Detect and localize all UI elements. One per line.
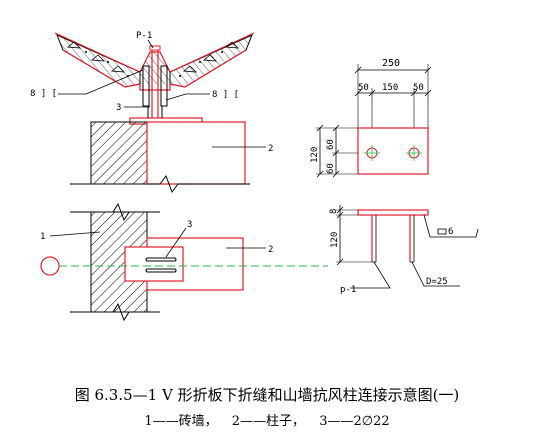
label-column-top: 2 [268, 144, 273, 154]
axis-bubble [40, 256, 60, 276]
dim-v-lower: 60 [326, 163, 336, 174]
label-p1: P-1 [136, 31, 152, 41]
label-column-plan: 2 [268, 245, 273, 255]
dim-v-plate-thk: 8 [329, 209, 339, 214]
label-bolt-plan: 3 [187, 220, 192, 230]
label-plate-bottom: p-1 [340, 285, 356, 295]
plate-p1-side-view [336, 205, 479, 289]
wall-column-elevation [70, 121, 250, 194]
label-bolt-top: 3 [116, 103, 121, 113]
wall-column-plan [70, 202, 244, 322]
figure-legend: 1——砖墙， 2——柱子， 3——2∅22 [0, 410, 534, 429]
v-fold-plate-section [54, 32, 255, 91]
label-angle-right: 8 ] [ [212, 90, 239, 100]
connection-drawing: P-1 8 ] [ 8 ] [ 3 2 1 3 2 [30, 31, 479, 322]
dim-seg-left: 50 [358, 83, 369, 93]
legend-item-wall: 1——砖墙， [144, 414, 218, 429]
dim-v-upper: 60 [326, 139, 336, 150]
label-wall-plan: 1 [40, 232, 45, 242]
legend-item-column: 2——柱子， [231, 414, 306, 429]
plate-p1-elevation [129, 45, 203, 125]
dim-v-anchor: 120 [330, 232, 340, 248]
dim-total-width: 250 [382, 58, 400, 69]
label-angle-left: 8 ] [ [30, 89, 57, 99]
plate-p1-plan-view [316, 64, 432, 178]
legend-item-bolt: 3——2∅22 [319, 414, 390, 429]
label-plate-thk: 6 [448, 227, 453, 237]
figure-caption: 图 6.3.5—1 V 形折板下折缝和山墙抗风柱连接示意图(一) [74, 386, 460, 404]
label-bolt-dia: D=25 [426, 277, 448, 287]
dim-seg-mid: 150 [382, 83, 398, 93]
dim-seg-right: 50 [413, 83, 424, 93]
dim-v-total: 120 [310, 147, 320, 163]
